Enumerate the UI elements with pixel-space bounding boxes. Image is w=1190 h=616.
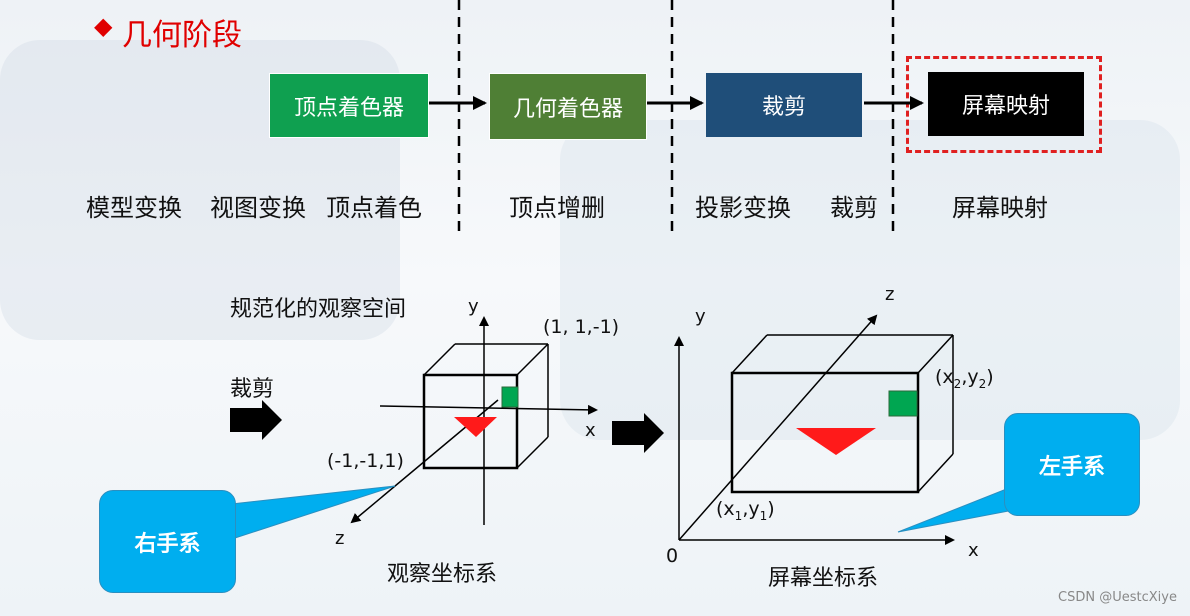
right-red-triangle — [796, 428, 876, 455]
left-x-label: x — [585, 420, 596, 441]
p1-y: y — [748, 498, 760, 520]
clip-arrow-icon — [230, 400, 282, 440]
point-x2-y2-label: (x2,y2) — [935, 366, 994, 391]
left-hand-callout: 左手系 — [1004, 413, 1140, 516]
right-z-label: z — [885, 284, 895, 305]
right-green-square — [888, 390, 918, 417]
caption-projection-transform: 投影变换 — [695, 194, 791, 222]
p2-y: y — [967, 366, 979, 388]
right-hand-callout-tail — [221, 485, 396, 539]
background-shape — [560, 120, 1180, 440]
corner-min-label: (-1,-1,1) — [327, 450, 404, 472]
geometry-shader-box: 几何着色器 — [489, 73, 647, 140]
left-y-label: y — [468, 296, 479, 317]
caption-model-transform: 模型变换 — [86, 194, 182, 222]
right-z-axis — [678, 314, 878, 541]
p2-y-sub: 2 — [978, 376, 987, 391]
point-x1-y1-label: (x1,y1) — [716, 498, 775, 523]
p1-x-sub: 1 — [734, 508, 743, 523]
left-red-triangle — [454, 417, 497, 437]
normalized-space-title: 规范化的观察空间 — [230, 297, 407, 322]
p1-x: x — [723, 498, 735, 520]
transform-arrow-icon — [612, 413, 664, 453]
screen-mapping-box: 屏幕映射 — [928, 72, 1084, 136]
right-x-label: x — [968, 540, 979, 561]
normalized-view-cube — [422, 343, 549, 470]
left-green-square — [501, 386, 519, 408]
right-hand-callout: 右手系 — [99, 490, 236, 593]
caption-view-transform: 视图变换 — [210, 194, 306, 222]
left-z-label: z — [335, 528, 345, 549]
p1-y-sub: 1 — [759, 508, 768, 523]
p1-comma: , — [742, 498, 749, 520]
caption-vertex-add-delete: 顶点增删 — [509, 194, 605, 222]
page-title: 几何阶段 — [122, 18, 242, 53]
title-bullet-icon: ◆ — [94, 12, 113, 40]
caption-vertex-shading: 顶点着色 — [326, 194, 422, 222]
p2-x: x — [942, 366, 954, 388]
clipping-box: 裁剪 — [706, 73, 862, 137]
p2-x-sub: 2 — [953, 376, 962, 391]
watermark: CSDN @UestcXiye — [1058, 590, 1177, 605]
screen-coords-caption: 屏幕坐标系 — [768, 566, 879, 591]
vertex-shader-box: 顶点着色器 — [269, 73, 429, 138]
view-coords-caption: 观察坐标系 — [387, 562, 498, 587]
p2-comma: , — [961, 366, 968, 388]
clip-label: 裁剪 — [230, 377, 275, 402]
origin-label: 0 — [666, 545, 679, 567]
corner-max-label: (1, 1,-1) — [543, 316, 620, 338]
caption-clipping: 裁剪 — [830, 194, 878, 222]
right-y-label: y — [695, 306, 706, 327]
screen-space-box — [730, 334, 954, 494]
caption-screen-mapping: 屏幕映射 — [952, 194, 1048, 222]
